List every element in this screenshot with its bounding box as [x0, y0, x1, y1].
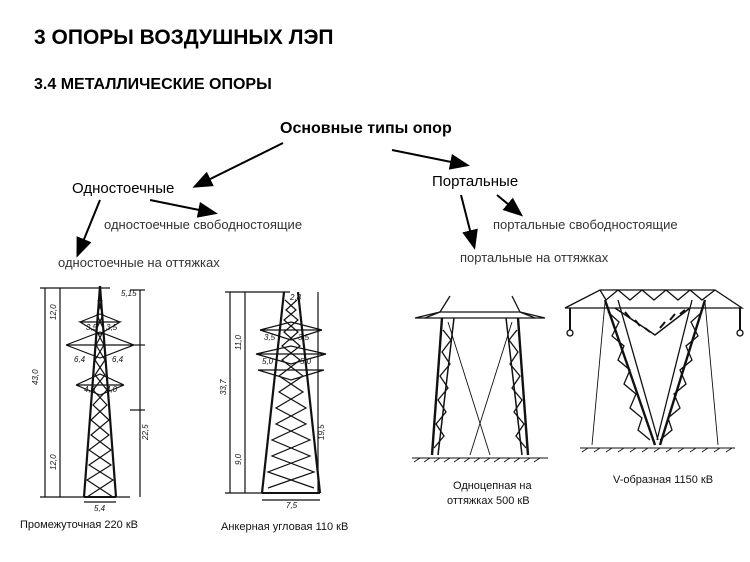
node-portal-guyed: портальные на оттяжках — [460, 250, 609, 265]
tower2-dim: 9,0 — [234, 453, 243, 465]
tower2-dim: 3,5 — [264, 333, 276, 342]
caption-tower-1150: V-образная 1150 кВ — [613, 474, 714, 486]
section-subtitle: 3.4 МЕТАЛЛИЧЕСКИЕ ОПОРЫ — [34, 76, 272, 93]
arrow-portal-to-guyed — [460, 194, 478, 250]
tower2-dim: 2,8 — [289, 293, 302, 302]
tower1-dim: 6,4 — [74, 355, 86, 364]
caption-tower-500-line1: Одноцепная на — [453, 480, 532, 492]
diagram-root-node: Основные типы опор — [280, 120, 452, 137]
tower1-dim: 3,5 — [86, 323, 98, 332]
page-title: 3 ОПОРЫ ВОЗДУШНЫХ ЛЭП — [34, 26, 334, 49]
arrow-root-to-single — [192, 142, 284, 188]
tower1-dim: 12,0 — [49, 454, 58, 470]
tower1-dim: 4,0 — [84, 385, 96, 394]
tower1-dim: 5,4 — [94, 504, 106, 513]
tower1-dim: 22,5 — [141, 424, 150, 441]
tower2-dim: 19,5 — [317, 424, 326, 440]
tower1-dim: 4,0 — [106, 385, 118, 394]
tower2-dim: 5,0 — [262, 357, 274, 366]
caption-tower-500-line2: оттяжках 500 кВ — [447, 495, 530, 507]
node-single: Одностоечные — [72, 180, 175, 197]
arrow-portal-to-free — [496, 194, 524, 217]
tower1-dim: 12,0 — [49, 304, 58, 320]
tower2-dim: 3,5 — [298, 333, 310, 342]
caption-tower-220: Промежуточная 220 кВ — [20, 519, 138, 531]
tower2-dim: 11,0 — [234, 334, 243, 350]
node-portal: Портальные — [432, 173, 519, 190]
tower2-dim: 7,5 — [286, 501, 298, 510]
tower1-dim: 6,4 — [112, 355, 124, 364]
tower1-dim: 5,15 — [121, 289, 137, 298]
tower1-dim: 3,5 — [106, 323, 118, 332]
node-single-free: одностоечные свободностоящие — [104, 217, 303, 232]
tower2-dim: 5,0 — [300, 357, 312, 366]
node-single-guyed: одностоечные на оттяжках — [58, 255, 220, 270]
arrow-single-to-guyed — [76, 199, 101, 258]
tower1-dim: 43,0 — [31, 369, 40, 385]
arrow-single-to-free — [149, 199, 218, 218]
arrow-root-to-portal — [391, 149, 470, 170]
caption-tower-110: Анкерная угловая 110 кВ — [221, 521, 349, 533]
tower2-dim: 33,7 — [219, 379, 228, 395]
node-portal-free: портальные свободностоящие — [493, 217, 678, 232]
